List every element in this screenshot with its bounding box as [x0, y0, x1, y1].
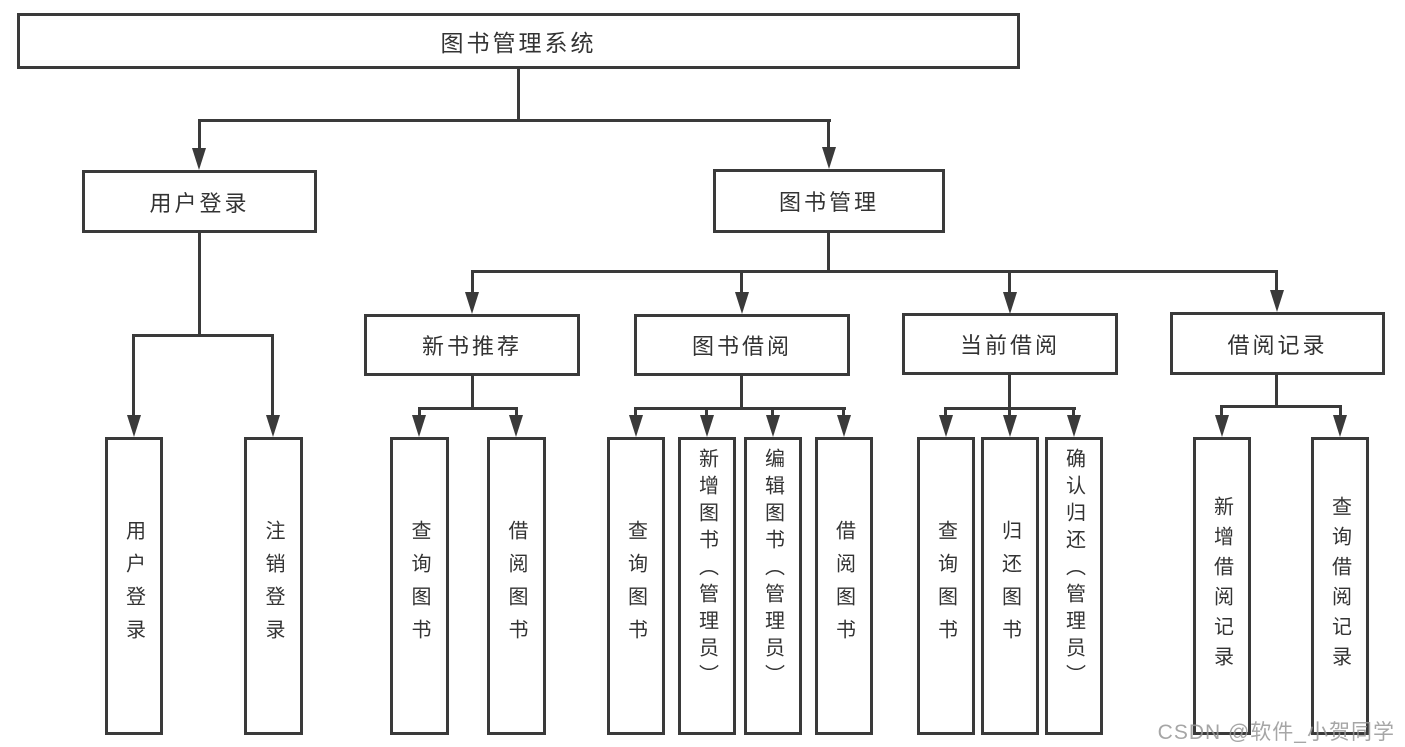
connector-newbook-trunk	[471, 376, 474, 410]
arrow-down-icon	[837, 415, 851, 437]
node-label: 借阅记录	[1227, 332, 1328, 358]
connector-bookborrow-trunk	[740, 376, 743, 410]
connector-borrowrecord-split	[1220, 405, 1342, 408]
leaf-logout-login: 注销登录	[244, 437, 303, 735]
leaf-user-login: 用户登录	[105, 437, 163, 735]
leaf-borrow-book-recommend: 借阅图书	[487, 437, 546, 735]
leaf-query-book-borrow: 查询图书	[607, 437, 665, 735]
arrow-down-icon	[822, 147, 836, 169]
connector-stub	[1339, 405, 1342, 419]
connector-stub	[944, 407, 947, 419]
arrow-down-icon	[1215, 415, 1229, 437]
connector-root-trunk	[517, 69, 520, 122]
leaf-confirm-return-admin: 确认归还（管理员）	[1045, 437, 1103, 735]
connector-bookmgmt-split	[471, 270, 1278, 273]
arrow-down-icon	[412, 415, 426, 437]
arrow-down-icon	[700, 415, 714, 437]
connector-stub-currentborrow	[1008, 270, 1011, 296]
connector-stub-leaf-logout	[271, 334, 274, 418]
arrow-down-icon	[1067, 415, 1081, 437]
arrow-down-icon	[735, 292, 749, 314]
arrow-down-icon	[629, 415, 643, 437]
connector-stub	[1220, 405, 1223, 419]
connector-stub-book-mgmt	[827, 119, 830, 151]
node-label: 图书管理	[778, 190, 879, 215]
node-current-borrow: 当前借阅	[902, 313, 1118, 375]
leaf-borrow-book: 借阅图书	[815, 437, 873, 735]
arrow-down-icon	[127, 415, 141, 437]
arrow-down-icon	[465, 292, 479, 314]
leaf-return-book: 归还图书	[981, 437, 1039, 735]
connector-userlogin-trunk	[198, 233, 201, 337]
connector-stub-leaf-userlogin	[132, 334, 135, 418]
leaf-edit-book-admin: 编辑图书（管理员）	[744, 437, 802, 735]
connector-stub-newbook	[471, 270, 474, 296]
node-label: 用户登录	[149, 190, 250, 216]
arrow-down-icon	[192, 148, 206, 170]
arrow-down-icon	[509, 415, 523, 437]
node-book-borrow: 图书借阅	[634, 314, 850, 376]
node-borrow-record: 借阅记录	[1170, 312, 1385, 375]
leaf-query-book-current: 查询图书	[917, 437, 975, 735]
connector-stub	[842, 407, 845, 419]
arrow-down-icon	[1003, 415, 1017, 437]
node-label: 图书管理系统	[440, 30, 597, 56]
node-label: 当前借阅	[959, 333, 1060, 358]
leaf-query-borrow-record: 查询借阅记录	[1311, 437, 1369, 735]
node-label: 图书借阅	[691, 334, 792, 359]
connector-stub-borrowrecord	[1275, 270, 1278, 296]
connector-userlogin-split	[132, 334, 274, 337]
connector-stub	[1008, 407, 1011, 419]
connector-stub	[705, 407, 708, 419]
arrow-down-icon	[939, 415, 953, 437]
csdn-watermark: CSDN @软件_小贺同学	[1157, 721, 1395, 744]
arrow-down-icon	[1270, 290, 1284, 312]
node-new-book-recommend: 新书推荐	[364, 314, 580, 376]
connector-currentborrow-trunk	[1008, 375, 1011, 410]
connector-stub	[515, 407, 518, 419]
arrow-down-icon	[1003, 292, 1017, 314]
arrow-down-icon	[266, 415, 280, 437]
connector-bookmgmt-trunk	[827, 233, 830, 273]
arrow-down-icon	[1333, 415, 1347, 437]
node-user-login: 用户登录	[82, 170, 317, 233]
connector-stub	[1072, 407, 1075, 419]
node-library-system: 图书管理系统	[17, 13, 1020, 69]
leaf-query-book-recommend: 查询图书	[390, 437, 449, 735]
connector-bookborrow-split	[634, 407, 846, 410]
connector-stub	[634, 407, 637, 419]
leaf-add-book-admin: 新增图书（管理员）	[678, 437, 736, 735]
connector-root-split	[198, 119, 831, 122]
connector-stub	[771, 407, 774, 419]
connector-borrowrecord-trunk	[1275, 375, 1278, 408]
node-label: 新书推荐	[421, 334, 522, 359]
connector-stub-bookborrow	[740, 270, 743, 296]
arrow-down-icon	[766, 415, 780, 437]
connector-stub	[418, 407, 421, 419]
connector-newbook-split	[418, 407, 518, 410]
leaf-add-borrow-record: 新增借阅记录	[1193, 437, 1251, 735]
node-book-management: 图书管理	[713, 169, 945, 233]
connector-stub-user-login	[198, 119, 201, 151]
